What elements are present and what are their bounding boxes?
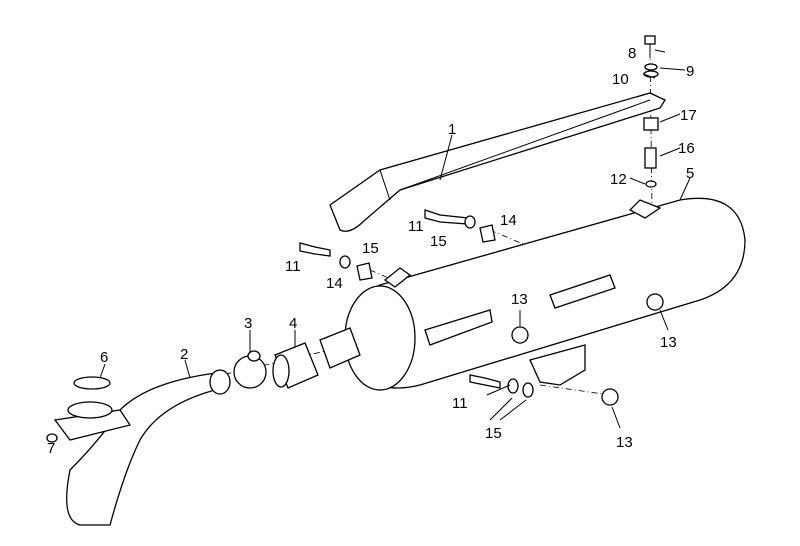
callout-12: 12 xyxy=(610,171,627,188)
callout-6: 6 xyxy=(100,349,108,366)
callout-17: 17 xyxy=(680,107,697,124)
hardware-parts xyxy=(46,35,664,443)
callout-1: 1 xyxy=(448,121,456,138)
callout-14a: 14 xyxy=(500,212,517,229)
callout-11c: 11 xyxy=(452,395,468,412)
heat-shield-part xyxy=(329,92,666,232)
callout-15b: 15 xyxy=(362,240,379,257)
callout-9: 9 xyxy=(686,63,694,80)
silencer-part xyxy=(319,197,746,391)
callout-14b: 14 xyxy=(326,275,343,292)
callout-13b: 13 xyxy=(660,334,677,351)
clamp-part xyxy=(233,350,267,389)
callout-13a: 13 xyxy=(511,291,528,308)
callout-16: 16 xyxy=(678,140,695,157)
callout-10: 10 xyxy=(612,71,629,88)
callout-labels: 1 2 3 4 5 6 7 8 9 10 11 11 11 12 13 13 1… xyxy=(47,45,697,457)
gasket-part xyxy=(73,376,111,390)
callout-2: 2 xyxy=(180,346,188,363)
sleeve-part xyxy=(272,342,319,389)
callout-5: 5 xyxy=(686,165,694,182)
callout-15a: 15 xyxy=(430,233,447,250)
callout-3: 3 xyxy=(244,315,252,332)
callout-4: 4 xyxy=(289,315,297,332)
callout-13c: 13 xyxy=(616,434,633,451)
exhaust-pipe-part xyxy=(53,369,231,526)
callout-15c: 15 xyxy=(485,425,502,442)
callout-8: 8 xyxy=(628,45,636,62)
callout-11a: 11 xyxy=(408,218,424,235)
leader-lines xyxy=(99,49,691,429)
callout-11b: 11 xyxy=(285,258,301,275)
callout-7: 7 xyxy=(47,440,55,457)
